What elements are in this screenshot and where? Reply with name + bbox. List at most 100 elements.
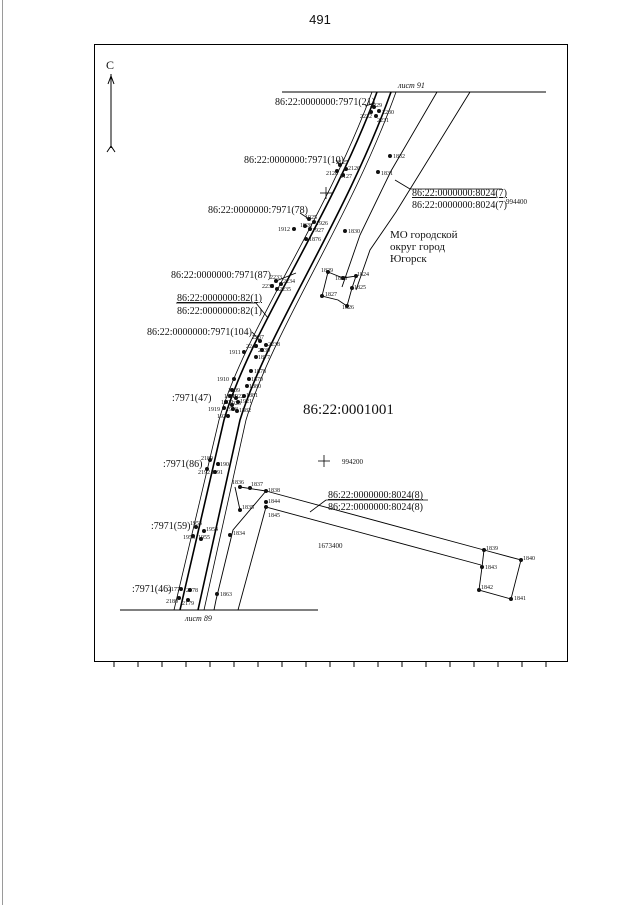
point-label: 2177 [168,587,180,593]
point-label: 2126 [348,166,360,172]
sheet-label-bottom: лист 89 [184,614,212,623]
point-label: 2180 [166,599,178,605]
point-label: 2128 [326,171,338,177]
point-label: 1908 [224,394,236,400]
point-label: 1926 [316,221,328,227]
point-label: 1881 [246,393,258,399]
point-label: 1839 [486,546,498,552]
parcel-label-8024-8-bottom: 86:22:0000000:8024(8) [328,502,423,513]
point-label: 2230 [382,110,394,116]
point-label: 2238 [268,342,280,348]
parcel-label-8024-8-top: 86:22:0000000:8024(8) [328,490,423,501]
parcel-label-7971-46: :7971(46) [132,584,171,595]
point-label: 1909 [228,388,240,394]
point-label: 1831 [381,171,393,177]
point-label: 1835 [242,505,254,511]
parcel-edge-1835 [234,486,241,511]
parcel-label-7971-21: 86:22:0000000:7971(21) [275,97,375,108]
point-label: 1832 [393,154,405,160]
point-label: 1863 [220,592,232,598]
point-label: 1927 [312,228,324,234]
point-label: 1830 [348,229,360,235]
point-label: 2179 [182,601,194,607]
point-label: 1834 [233,531,245,537]
point-label: 1956 [183,535,195,541]
point-label: 1845 [268,513,280,519]
leader-lines [176,103,502,513]
point-label: 2127 [340,174,352,180]
point-label: 1827 [325,292,337,298]
coordinate-cross-middle [318,455,330,467]
point-label: 1919 [208,407,220,413]
point-label: 1911 [229,350,241,356]
point-label: 2125 [336,160,348,166]
point-label: 1840 [523,556,535,562]
corridor-lines [173,91,485,611]
point-label: 1843 [485,565,497,571]
point-label: 1928 [300,223,312,229]
point-label: 1912 [278,227,290,233]
municipality-line-1: МО городской [390,229,458,241]
parcel-label-7971-86: :7971(86) [163,459,202,470]
survey-points [177,105,523,602]
parcel-label-7971-87: 86:22:0000000:7971(87) [171,270,271,281]
map-frame [94,44,568,662]
point-label: 2231 [377,118,389,124]
municipality-line-3: Югорск [390,253,427,265]
parcel-label-7971-104: 86:22:0000000:7971(104) [147,327,252,338]
page-number: 491 [309,12,331,27]
north-label: С [106,58,114,72]
point-label: 1918 [226,407,238,413]
point-label: 1828 [335,276,347,282]
point-label: 1842 [481,585,493,591]
point-label: 1921 [240,399,252,405]
point-label: 2232 [360,114,372,120]
point-label: 1837 [251,482,263,488]
parcel-edge-1836 [239,486,267,492]
point-label: 2237 [252,335,264,341]
point-label: 2239 [258,348,270,354]
point-label: 1954 [206,527,218,533]
coord-middle-y: 994200 [342,458,364,466]
point-label: 1825 [354,285,366,291]
point-label: 1924 [217,414,229,420]
point-label: 1841 [514,596,526,602]
sheet-label-top: лист 91 [397,81,425,90]
point-label: 1878 [254,369,266,375]
coord-north-y: 994400 [506,198,528,206]
bottom-scale-ticks [113,662,547,667]
point-label: 1879 [251,377,263,383]
point-label: 2233 [270,275,282,281]
parcel-label-7971-59: :7971(59) [151,521,190,532]
point-label: 1844 [268,499,280,505]
point-label: 1836 [232,480,244,486]
parcel-label-8024-7-bottom: 86:22:0000000:8024(7) [412,200,507,211]
point-label: 1922 [232,394,244,400]
point-label: 1880 [249,384,261,390]
parcel-label-7971-47: :7971(47) [172,393,211,404]
parcel-label-8024-7-top: 86:22:0000000:8024(7) [412,188,507,199]
point-label: 1876 [309,237,321,243]
coordinate-cross-north [320,187,332,199]
point-label: 2235 [279,287,291,293]
point-label: 1877 [258,355,270,361]
parcel-label-7971-10: 86:22:0000000:7971(10) [244,155,344,166]
point-label: 2236 [262,284,274,290]
point-label: 2240 [246,344,258,350]
scan-edge [2,0,3,905]
point-label: 1826 [342,305,354,311]
point-label: 1882 [239,408,251,414]
point-label: 2178 [186,588,198,594]
point-label: 1923 [229,401,241,407]
parcel-label-7971-78: 86:22:0000000:7971(78) [208,205,308,216]
point-label: 2191 [211,470,223,476]
point-label: 1824 [357,272,369,278]
coord-middle-x: 1673400 [318,542,343,550]
point-label: 2234 [283,279,295,285]
point-label: 1955 [198,535,210,541]
quarter-label: 86:22:0001001 [303,402,394,418]
parcel-label-82-1-bottom: 86:22:0000000:82(1) [177,306,262,317]
north-arrow: С [106,58,116,153]
point-labels: 2229 2230 2232 2231 1832 2125 2126 2128 … [166,103,535,607]
